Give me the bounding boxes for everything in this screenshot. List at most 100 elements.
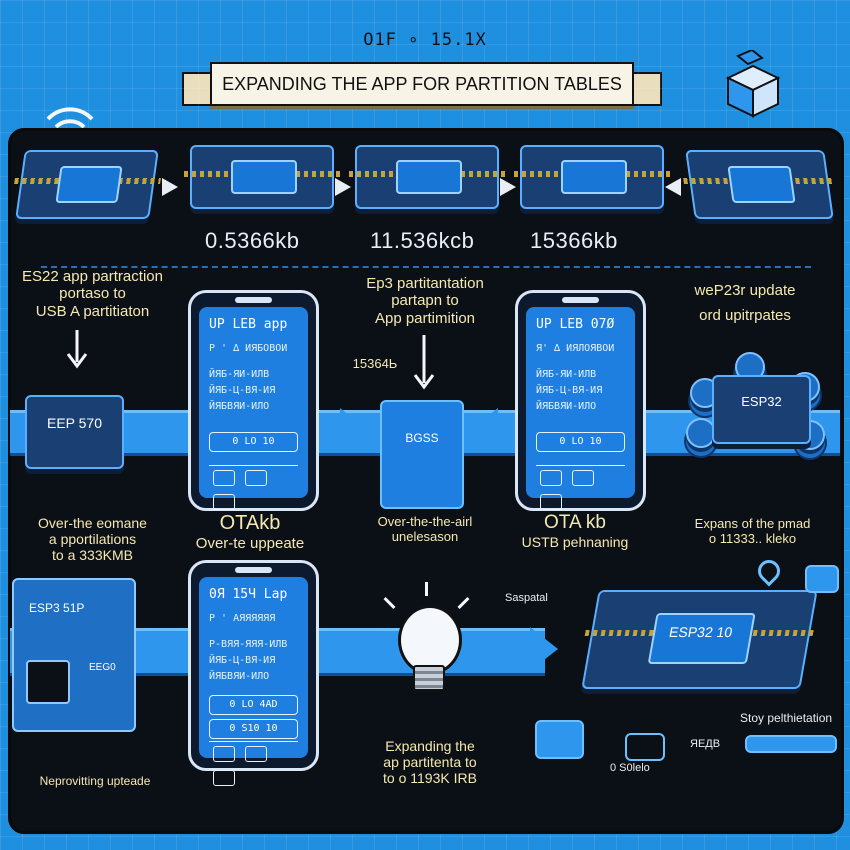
left-caption-line-2: portaso to — [59, 285, 126, 303]
app-title: UP LEB app — [209, 317, 288, 332]
package-box-icon — [718, 48, 788, 120]
toolbar-icons — [209, 741, 298, 786]
phone-left: UP LEB app P ' ∆ ИЯБОВОИ ЙЯБ-ЯИ-ИЛВ ЙЯБ-… — [188, 290, 319, 511]
bottom-left-caption: Neprovitting upteade — [39, 774, 151, 788]
chip-top-3 — [349, 145, 505, 209]
caption-below-phone-right: OTA kb USTB pehnaning — [500, 512, 650, 550]
center-device-label: BGSS — [405, 431, 439, 445]
chip-core — [727, 166, 796, 203]
caption-line: Expans of the pmad — [694, 516, 811, 531]
app-icon[interactable] — [213, 746, 235, 762]
screen-line: P ' ∆ ИЯБОВОИ — [209, 343, 288, 354]
chip-block — [26, 660, 70, 704]
app-icon[interactable] — [213, 470, 235, 486]
lightbulb-icon — [398, 605, 462, 675]
chip-label: EEP 570 — [46, 415, 102, 431]
arrow-right-icon — [500, 178, 516, 196]
light-ray — [425, 582, 428, 596]
caption-line: Over-the-the-airl — [377, 514, 473, 529]
caption-line: to o 1193K IRB — [383, 770, 477, 787]
center-caption-line-1: Ep3 partitantation — [366, 275, 484, 292]
board-label: ESP3 51P — [29, 601, 85, 615]
caption-below-phone-left: OTAkb Over-te uppeate — [175, 512, 325, 552]
app-icon[interactable] — [245, 746, 267, 762]
battery-card — [805, 565, 839, 593]
tag-edv: ЯЕДВ — [690, 738, 721, 750]
arrow-left-icon — [665, 178, 681, 196]
lightbulb-base — [413, 665, 445, 691]
caption-below-right: Expans of the pmad o 11333.. kleko — [660, 516, 845, 547]
chip-label: ESP32 10 — [667, 624, 734, 640]
chip-core — [55, 166, 123, 203]
camera-card — [625, 733, 665, 761]
banner-text: EXPANDING THE APP FOR PARTITION TABLES — [222, 73, 622, 94]
app-icon[interactable] — [213, 770, 235, 786]
monitor-card — [535, 720, 584, 759]
arrow-right-icon — [335, 178, 351, 196]
screen-line: ЙЯБВЯИ-ИЛО — [209, 401, 270, 412]
center-caption: Ep3 partitantation partapn to App partim… — [330, 275, 520, 327]
caption-line: USTB pehnaning — [521, 533, 629, 550]
phone-screen: UP LEB 07Ø Я' ∆ ИЯЛОЯВОИ ЙЯБ-ЯИ-ИЛВ ЙЯБ-… — [526, 307, 635, 510]
size-label-2: 11.536kcb — [370, 228, 475, 253]
tag-solelo: 0 S0lelo — [610, 762, 650, 774]
center-caption-line-3: App partimition — [374, 309, 476, 327]
center-tag: 15364Ь — [352, 356, 398, 371]
esp-chip-large: ESP32 10 — [581, 590, 818, 689]
size-label-3: 15366kb — [530, 228, 618, 253]
chip-core — [561, 160, 627, 195]
phone-notch — [234, 567, 273, 573]
app-icon[interactable] — [540, 494, 562, 510]
center-caption-line-2: partapn to — [391, 292, 459, 310]
screen-line: ЙЯБВЯИ-ИЛО — [536, 401, 597, 412]
chip-top-2 — [184, 145, 340, 209]
toolbar-icons — [209, 465, 298, 510]
size-label-1: 0.5366kb — [205, 228, 300, 253]
load-button[interactable]: 0 LO 10 — [536, 432, 625, 452]
chip-top-4 — [514, 145, 670, 209]
board-tag: EEG0 — [89, 662, 116, 673]
app-icon[interactable] — [540, 470, 562, 486]
caption-below-left: Over-the eomane a pportilations to a 333… — [5, 515, 180, 563]
load-button[interactable]: 0 S10 10 — [209, 719, 298, 739]
chip-label: ESP32 — [741, 394, 782, 409]
chip-core — [231, 160, 297, 195]
band-arrow-right-icon — [530, 627, 558, 671]
caption-line: o 11333.. kleko — [708, 530, 797, 546]
toolbar-icons — [536, 465, 625, 510]
load-button[interactable]: 0 LO 4AD — [209, 695, 298, 715]
screen-line: ЙЯБ-Ц-ВЯ-ИЯ — [536, 385, 603, 396]
screen-line: Я' ∆ ИЯЛОЯВОИ — [536, 343, 615, 354]
app-title: UP LEB 07Ø — [536, 317, 615, 332]
screen-line: P ' AЯЯЯЯЯЯ — [209, 613, 276, 624]
coin-icon — [686, 418, 716, 448]
caption-line: to a 333KMB — [52, 547, 133, 564]
caption-line: Over-te uppeate — [195, 535, 305, 552]
tag-saspatal: Saspatal — [505, 592, 548, 604]
app-icon[interactable] — [245, 470, 267, 486]
phone-notch — [234, 297, 273, 303]
caption-below-center: Over-the-the-airl unelesason — [345, 514, 505, 545]
right-caption-line-1: weP23r update — [694, 282, 796, 299]
caption-line: OTA kb — [544, 512, 606, 533]
arrow-down-icon — [65, 330, 89, 370]
app-icon[interactable] — [572, 470, 594, 486]
dashed-divider — [41, 266, 811, 268]
esp-chip-middle-left: EEP 570 — [25, 395, 124, 469]
right-caption-line-2: ord upitrpates — [699, 307, 791, 325]
band-arrow-left-icon — [470, 408, 498, 452]
chip-top-5 — [683, 150, 835, 219]
caption-line: a pportilations — [48, 531, 137, 548]
screen-line: Р-ВЯЯ-ЯЯЯ-ИЛВ — [209, 639, 288, 650]
phone-right: UP LEB 07Ø Я' ∆ ИЯЛОЯВОИ ЙЯБ-ЯИ-ИЛВ ЙЯБ-… — [515, 290, 646, 511]
right-caption: weP23r update ord upitrpates — [650, 282, 840, 325]
phone-screen: UP LEB app P ' ∆ ИЯБОВОИ ЙЯБ-ЯИ-ИЛВ ЙЯБ-… — [199, 307, 308, 510]
phone-notch — [561, 297, 600, 303]
load-button[interactable]: 0 LO 10 — [209, 432, 298, 452]
center-device: BGSS — [380, 400, 464, 509]
app-icon[interactable] — [213, 494, 235, 510]
screen-line: ЙЯБ-ЯИ-ИЛВ — [209, 369, 270, 380]
left-caption: ES22 app partraction portaso to USB A pa… — [10, 268, 175, 320]
caption-line: unelesason — [391, 528, 459, 544]
tag-stoy: Stoy pelthietation — [740, 711, 833, 725]
